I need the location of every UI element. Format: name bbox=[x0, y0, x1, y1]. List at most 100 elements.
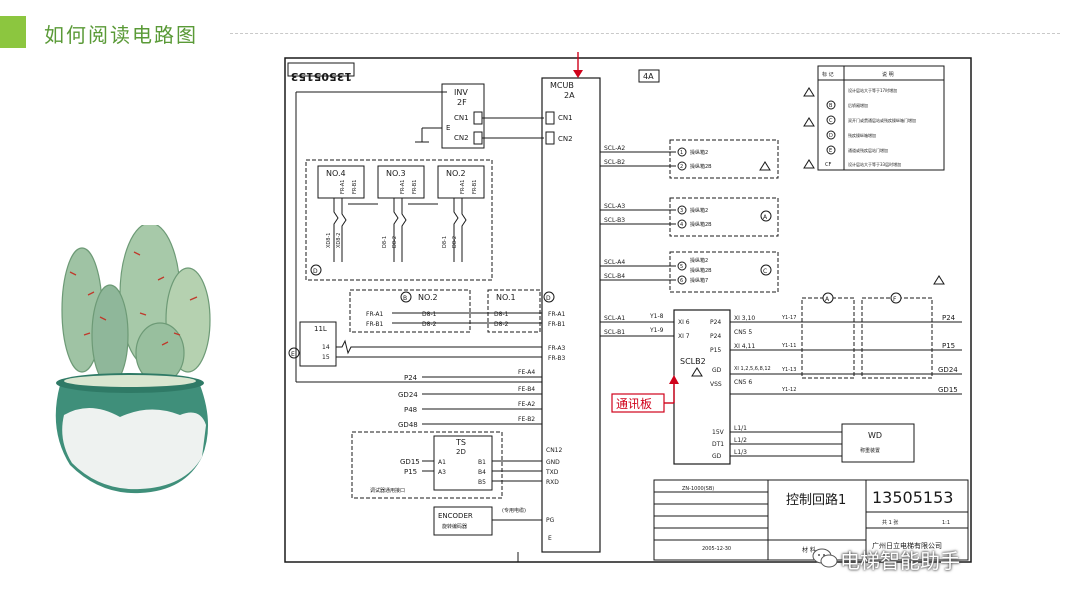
svg-text:Y1-17: Y1-17 bbox=[781, 315, 796, 321]
svg-text:XI 7: XI 7 bbox=[678, 333, 690, 340]
svg-text:A: A bbox=[825, 296, 830, 303]
svg-text:FR-B3: FR-B3 bbox=[548, 355, 565, 362]
svg-text:FR-A1: FR-A1 bbox=[548, 311, 566, 318]
door-no4: NO.4 FR-A1 FR-B1 XD8-1 XD8-2 bbox=[317, 165, 365, 248]
svg-text:后轿厢增加: 后轿厢增加 bbox=[848, 102, 868, 108]
right-box-a bbox=[801, 297, 855, 379]
svg-text:D8-1: D8-1 bbox=[494, 311, 509, 318]
svg-text:D8-2: D8-2 bbox=[392, 236, 398, 248]
svg-text:L1/2: L1/2 bbox=[734, 437, 747, 444]
svg-text:P24: P24 bbox=[710, 333, 721, 340]
svg-text:材 料: 材 料 bbox=[802, 546, 816, 554]
svg-text:通道或残疾层站门增加: 通道或残疾层站门增加 bbox=[848, 147, 888, 153]
svg-text:Y1-11: Y1-11 bbox=[781, 343, 796, 349]
encoder-box bbox=[433, 506, 493, 536]
header-divider bbox=[230, 33, 1060, 34]
svg-text:NO.2: NO.2 bbox=[446, 169, 466, 178]
svg-text:WD: WD bbox=[868, 431, 882, 440]
svg-text:ZN-1000(SB): ZN-1000(SB) bbox=[682, 486, 714, 492]
svg-text:P24: P24 bbox=[710, 319, 721, 326]
svg-text:FE-B2: FE-B2 bbox=[518, 416, 535, 423]
box-no2 bbox=[349, 289, 471, 333]
door-region bbox=[305, 159, 493, 281]
mcub-label: MCUB bbox=[550, 81, 574, 90]
svg-text:广州日立电梯有限公司: 广州日立电梯有限公司 bbox=[872, 541, 942, 550]
mcub-cn2: CN2 bbox=[558, 135, 573, 143]
svg-text:FR-B1: FR-B1 bbox=[472, 180, 478, 194]
svg-text:操纵箱2B: 操纵箱2B bbox=[690, 163, 712, 170]
svg-text:Y1-9: Y1-9 bbox=[649, 327, 664, 334]
svg-text:操纵箱2: 操纵箱2 bbox=[690, 207, 708, 214]
box-no1 bbox=[487, 289, 541, 333]
svg-text:GD: GD bbox=[712, 367, 722, 374]
cactus-illustration bbox=[55, 225, 211, 494]
svg-text:CF: CF bbox=[825, 162, 831, 168]
svg-text:P15: P15 bbox=[710, 347, 721, 354]
mcub-cn1: CN1 bbox=[558, 114, 573, 122]
svg-text:3: 3 bbox=[680, 208, 683, 214]
svg-text:2: 2 bbox=[680, 164, 683, 170]
svg-text:DT1: DT1 bbox=[712, 441, 724, 448]
svg-text:旋转编码器: 旋转编码器 bbox=[442, 523, 467, 530]
drawing-frame bbox=[284, 57, 972, 563]
svg-text:D: D bbox=[313, 268, 318, 275]
svg-text:F: F bbox=[893, 296, 897, 303]
watermark-text: 电梯智能助手 bbox=[840, 549, 960, 573]
svg-text:GND: GND bbox=[546, 459, 560, 466]
drawing-number-rotated: 13505153 bbox=[291, 70, 352, 83]
svg-text:D8-2: D8-2 bbox=[422, 321, 437, 328]
svg-text:B: B bbox=[829, 103, 833, 109]
svg-text:GD: GD bbox=[712, 453, 722, 460]
svg-text:E: E bbox=[291, 351, 295, 358]
svg-text:E: E bbox=[829, 148, 832, 154]
svg-text:P24: P24 bbox=[404, 374, 418, 382]
svg-text:B4: B4 bbox=[478, 469, 486, 476]
svg-text:PG: PG bbox=[546, 517, 555, 524]
svg-text:XI 1,2,5,6,8,12: XI 1,2,5,6,8,12 bbox=[734, 366, 771, 372]
svg-text:D8-1: D8-1 bbox=[422, 311, 437, 318]
svg-text:称重装置: 称重装置 bbox=[860, 447, 880, 454]
svg-text:FR-B1: FR-B1 bbox=[352, 180, 358, 194]
svg-text:GD24: GD24 bbox=[938, 366, 958, 374]
svg-text:4: 4 bbox=[680, 222, 683, 228]
connector-11l bbox=[299, 321, 337, 367]
svg-text:XI 4,11: XI 4,11 bbox=[734, 343, 755, 350]
svg-text:FE-A4: FE-A4 bbox=[518, 369, 535, 376]
svg-text:FR-A1: FR-A1 bbox=[460, 180, 466, 194]
svg-text:FE-B4: FE-B4 bbox=[518, 386, 535, 393]
legend-table: 标 记 说 明 设计层站大于等于17时增加 后轿厢增加 双开门或贯通层站或残疾操… bbox=[803, 65, 945, 171]
wd-box bbox=[841, 423, 915, 463]
svg-text:P15: P15 bbox=[404, 468, 417, 476]
drawing-number: 13505153 bbox=[872, 488, 953, 507]
svg-text:1: 1 bbox=[680, 150, 683, 156]
svg-text:FR-A1: FR-A1 bbox=[340, 180, 346, 194]
inv-box bbox=[441, 83, 485, 149]
svg-text:P48: P48 bbox=[404, 406, 417, 414]
svg-text:1:1: 1:1 bbox=[942, 520, 950, 526]
comm-board-callout-text: 通讯板 bbox=[616, 397, 652, 411]
svg-text:XD8-2: XD8-2 bbox=[336, 233, 342, 248]
box-no1-label: NO.1 bbox=[496, 293, 516, 302]
svg-text:FR-B1: FR-B1 bbox=[548, 321, 565, 328]
svg-text:D: D bbox=[829, 133, 833, 139]
svg-text:NO.3: NO.3 bbox=[386, 169, 406, 178]
svg-text:操纵箱7: 操纵箱7 bbox=[690, 277, 708, 284]
svg-text:D8-2: D8-2 bbox=[494, 321, 509, 328]
scl-group-1: SCL-A2 SCL-B2 1 2 操纵箱2 操纵箱2B bbox=[600, 139, 779, 179]
svg-text:ENCODER: ENCODER bbox=[438, 512, 473, 520]
svg-text:15V: 15V bbox=[712, 429, 725, 436]
svg-text:SCLB2: SCLB2 bbox=[680, 357, 706, 366]
svg-text:FR-A1: FR-A1 bbox=[400, 180, 406, 194]
svg-text:SCL-A2: SCL-A2 bbox=[604, 145, 625, 152]
svg-text:XI 6: XI 6 bbox=[678, 319, 690, 326]
right-box-f bbox=[861, 297, 933, 379]
svg-text:B5: B5 bbox=[478, 479, 486, 486]
drawing-title: 控制回路1 bbox=[786, 492, 846, 508]
svg-text:SCL-B2: SCL-B2 bbox=[604, 159, 625, 166]
svg-text:15: 15 bbox=[322, 354, 330, 361]
svg-text:VSS: VSS bbox=[710, 381, 722, 388]
svg-text:D8-1: D8-1 bbox=[442, 236, 448, 248]
mcub-sub: 2A bbox=[564, 91, 575, 100]
svg-text:SCL-A1: SCL-A1 bbox=[604, 315, 625, 322]
svg-text:GD48: GD48 bbox=[398, 421, 418, 429]
